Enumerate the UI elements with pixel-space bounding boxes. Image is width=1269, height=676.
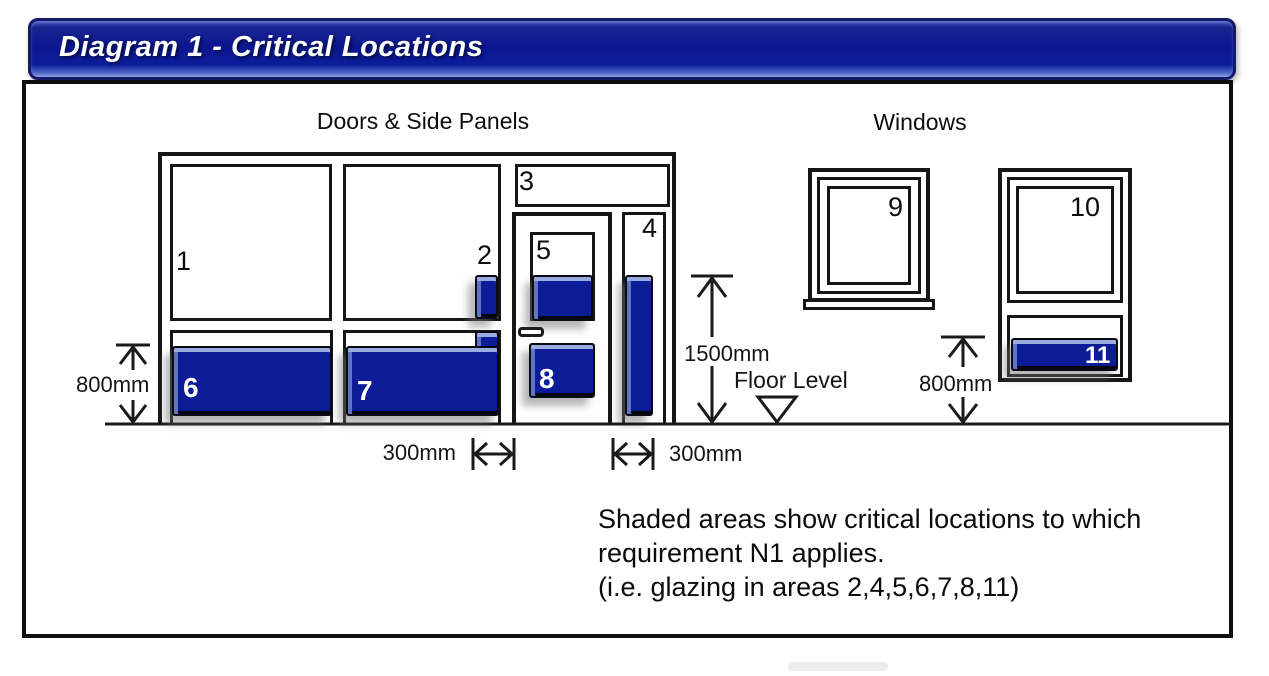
window-9-pane (827, 186, 911, 285)
panel-1 (170, 164, 332, 321)
critical-area-5 (532, 275, 593, 321)
title-bar: Diagram 1 - Critical Locations (28, 18, 1236, 80)
critical-area-11 (1011, 338, 1118, 371)
dim-300-left-label: 300mm (382, 440, 456, 465)
caption-line-1: Shaded areas show critical locations to … (598, 504, 1142, 534)
critical-area-2 (475, 275, 498, 319)
caption-line-3: (i.e. glazing in areas 2,4,5,6,7,8,11) (598, 572, 1020, 602)
dim-1500-label: 1500mm (684, 341, 770, 366)
window-10-pane (1016, 186, 1114, 294)
critical-area-7 (346, 346, 499, 416)
panel-2 (343, 164, 501, 321)
panel-3 (515, 164, 670, 207)
caption: Shaded areas show critical locations to … (598, 502, 1208, 604)
area-label-11: 11 (1085, 342, 1111, 369)
area-label-3: 3 (519, 166, 535, 196)
area-label-1: 1 (176, 246, 192, 276)
door-handle (518, 327, 544, 337)
area-label-4: 4 (642, 213, 658, 243)
doors-section-label: Doors & Side Panels (316, 108, 530, 134)
windows-section-label: Windows (873, 109, 967, 135)
area-label-8: 8 (539, 363, 555, 394)
area-label-9: 9 (888, 192, 904, 222)
area-label-2: 2 (477, 240, 493, 270)
bottom-edge-artifact (788, 662, 888, 671)
critical-area-8 (529, 343, 595, 398)
floor-level-label: Floor Level (734, 367, 848, 393)
critical-area-4 (625, 275, 653, 416)
page-title: Diagram 1 - Critical Locations (59, 31, 484, 63)
dim-300-right-label: 300mm (669, 441, 743, 466)
window-9-sill (803, 299, 935, 310)
area-label-10: 10 (1070, 192, 1101, 222)
dim-800-right-label: 800mm (919, 371, 993, 396)
area-label-6: 6 (183, 372, 199, 403)
critical-area-6 (172, 346, 332, 416)
dim-800-left-label: 800mm (76, 372, 150, 397)
area-label-5: 5 (536, 235, 552, 265)
area-label-7: 7 (357, 375, 373, 406)
caption-line-2: requirement N1 applies. (598, 538, 885, 568)
